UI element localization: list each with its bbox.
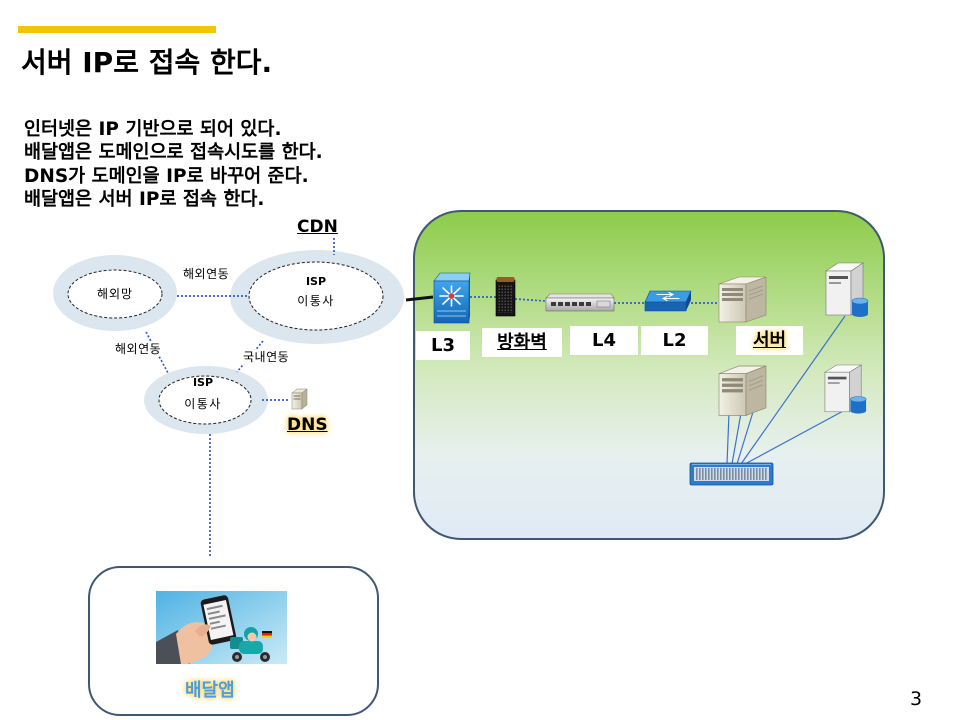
accent-bar bbox=[18, 26, 216, 33]
device-label-firewall: 방화벽 bbox=[482, 328, 562, 357]
link-isp-l3 bbox=[405, 295, 434, 302]
delivery-app-illustration bbox=[156, 591, 287, 664]
link-label-overseas-isp-top: 해외연동 bbox=[183, 267, 230, 281]
link-label-domestic: 국내연동 bbox=[243, 350, 290, 364]
database-server-icon bbox=[823, 364, 867, 414]
l4-switch-icon bbox=[545, 293, 615, 312]
cloud-isp-bottom bbox=[144, 366, 268, 434]
storage-array-icon bbox=[689, 462, 774, 486]
isp-bottom-label: ISP bbox=[192, 376, 214, 389]
bullet-line: DNS가 도메인을 IP로 바꾸어 준다. bbox=[24, 165, 309, 187]
slide-title: 서버 IP로 접속 한다. bbox=[21, 46, 273, 79]
bullet-line: 배달앱은 서버 IP로 접속 한다. bbox=[24, 188, 265, 210]
link-label-overseas-isp-bottom: 해외연동 bbox=[115, 342, 162, 356]
app-label: 배달앱 bbox=[185, 680, 235, 701]
cloud-overseas bbox=[53, 255, 177, 331]
isp-top-label: ISP bbox=[305, 275, 327, 288]
database-server-icon bbox=[825, 262, 869, 317]
cdn-label: CDN bbox=[297, 217, 338, 237]
link-firewall-l4 bbox=[514, 298, 547, 302]
device-label-server: 서버 bbox=[736, 326, 803, 355]
page-number: 3 bbox=[910, 688, 923, 710]
bullet-line: 인터넷은 IP 기반으로 되어 있다. bbox=[24, 119, 282, 140]
storage-links bbox=[726, 315, 846, 465]
device-label-l4: L4 bbox=[570, 326, 638, 355]
firewall-icon bbox=[495, 277, 516, 317]
carrier-top-label: 이통사 bbox=[297, 294, 335, 308]
bullet-line: 배달앱은 도메인으로 접속시도를 한다. bbox=[24, 142, 323, 164]
l2-switch-icon bbox=[644, 290, 692, 312]
carrier-bottom-label: 이통사 bbox=[184, 397, 222, 411]
overseas-cloud-label: 해외망 bbox=[96, 287, 134, 301]
server-tower-icon bbox=[718, 365, 767, 416]
cloud-isp-top bbox=[230, 250, 404, 344]
datacenter-zone bbox=[413, 210, 885, 540]
l3-switch-icon bbox=[433, 272, 471, 324]
server-tower-icon bbox=[718, 276, 767, 323]
dns-label: DNS bbox=[287, 415, 328, 435]
device-label-l3: L3 bbox=[416, 331, 470, 360]
device-label-l2: L2 bbox=[641, 326, 708, 355]
bullet-list: 인터넷은 IP 기반으로 되어 있다. 배달앱은 도메인으로 접속시도를 한다.… bbox=[24, 118, 323, 211]
dns-server-icon bbox=[291, 388, 308, 410]
